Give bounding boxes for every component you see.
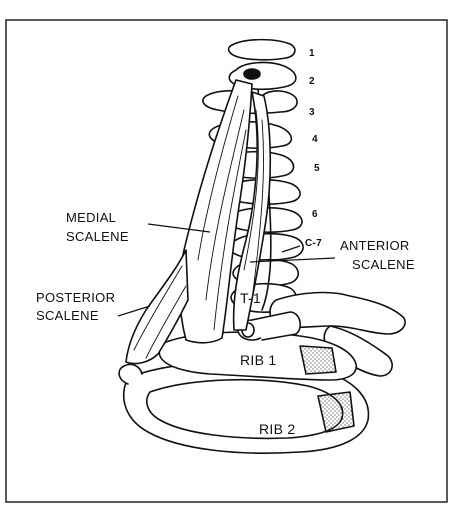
vertebra-number-5: 5 — [314, 163, 320, 174]
vertebra-number-6: 6 — [312, 209, 318, 220]
anterior-scalene-label-line2: SCALENE — [352, 257, 415, 272]
vertebra-number-1: 1 — [309, 48, 315, 59]
anterior-scalene-label-line1: ANTERIOR — [340, 238, 410, 253]
rib2-label: RIB 2 — [259, 421, 296, 437]
t1-label: T-1 — [240, 290, 261, 306]
vertebra-number-4: 4 — [312, 134, 318, 145]
medial-scalene-label-line2: SCALENE — [66, 229, 129, 244]
medial-scalene-label-line1: MEDIAL — [66, 210, 116, 225]
c7-label: C-7 — [305, 238, 322, 249]
posterior-scalene-label-line1: POSTERIOR — [36, 290, 115, 305]
vertebra-number-2: 2 — [309, 76, 315, 87]
rib1-label: RIB 1 — [240, 352, 277, 368]
posterior-scalene-label-line2: SCALENE — [36, 308, 99, 323]
vertebra-number-3: 3 — [309, 107, 315, 118]
